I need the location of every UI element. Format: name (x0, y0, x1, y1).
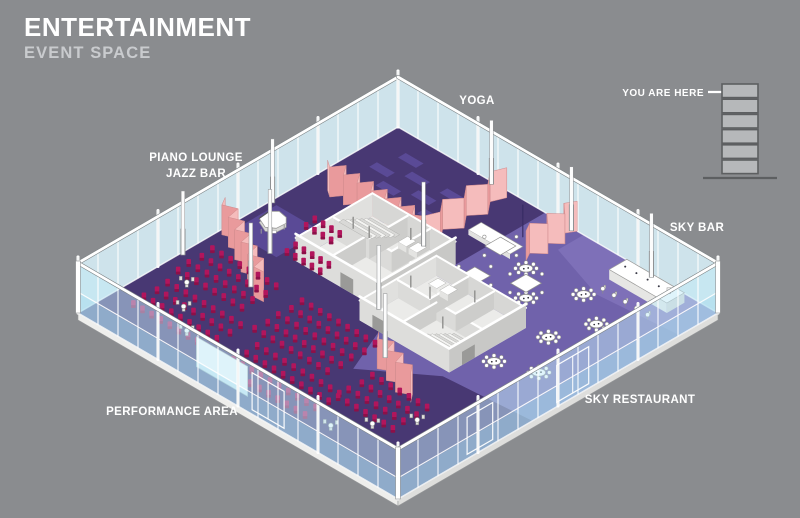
building-floor (721, 113, 759, 129)
title-block: ENTERTAINMENT EVENT SPACE (24, 12, 252, 63)
page-title: ENTERTAINMENT (24, 12, 252, 42)
label-piano-lounge: PIANO LOUNGE (149, 152, 243, 164)
label-jazz-bar: JAZZ BAR (166, 168, 226, 180)
core-block-2 (358, 254, 528, 373)
area-labels: YOGA PIANO LOUNGE JAZZ BAR SKY BAR SKY R… (106, 95, 724, 418)
door-frames (251, 345, 590, 456)
building-floor (721, 159, 759, 175)
building-floor (721, 144, 759, 160)
page-subtitle: EVENT SPACE (24, 44, 152, 63)
structural-columns (180, 120, 654, 358)
building-floor (721, 128, 759, 145)
isometric-scene (75, 69, 721, 507)
grand-piano (258, 210, 287, 234)
label-sky-restaurant: SKY RESTAURANT (585, 394, 696, 406)
you-are-here-locator: YOU ARE HERE (622, 83, 777, 180)
building-floor (721, 83, 759, 99)
building-stack (703, 83, 777, 180)
corner-posts (75, 260, 721, 500)
you-are-here-label: YOU ARE HERE (622, 88, 704, 99)
label-sky-bar: SKY BAR (670, 222, 725, 234)
label-performance-area: PERFORMANCE AREA (106, 406, 238, 418)
label-yoga: YOGA (459, 95, 494, 107)
building-floor (721, 98, 759, 114)
